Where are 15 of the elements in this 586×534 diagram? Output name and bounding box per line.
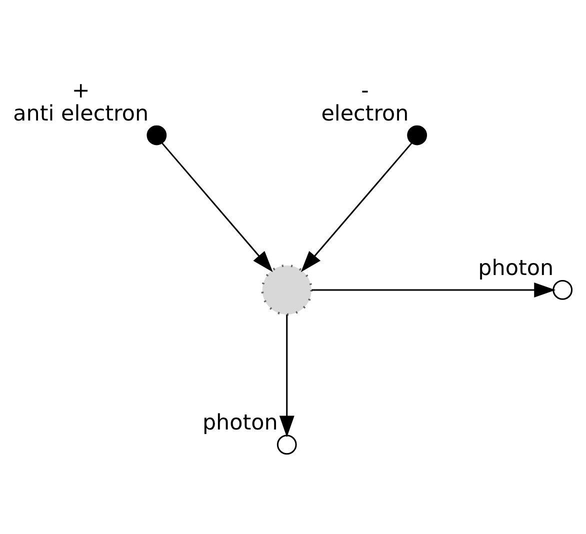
node-label: - <box>361 78 369 104</box>
arrow <box>162 142 273 272</box>
node-circle <box>146 125 167 146</box>
node-label: photon <box>478 256 554 281</box>
node-label: + <box>72 78 90 104</box>
node-label: photon <box>202 410 278 436</box>
node-circle <box>552 280 573 300</box>
node-circle <box>276 434 297 455</box>
arrow <box>279 314 294 438</box>
node-label: anti electron <box>13 101 149 126</box>
node-label: electron <box>321 101 409 126</box>
node-cloud <box>261 264 313 316</box>
arrow <box>300 142 412 272</box>
node-circle <box>407 125 428 146</box>
arrow <box>312 282 556 298</box>
